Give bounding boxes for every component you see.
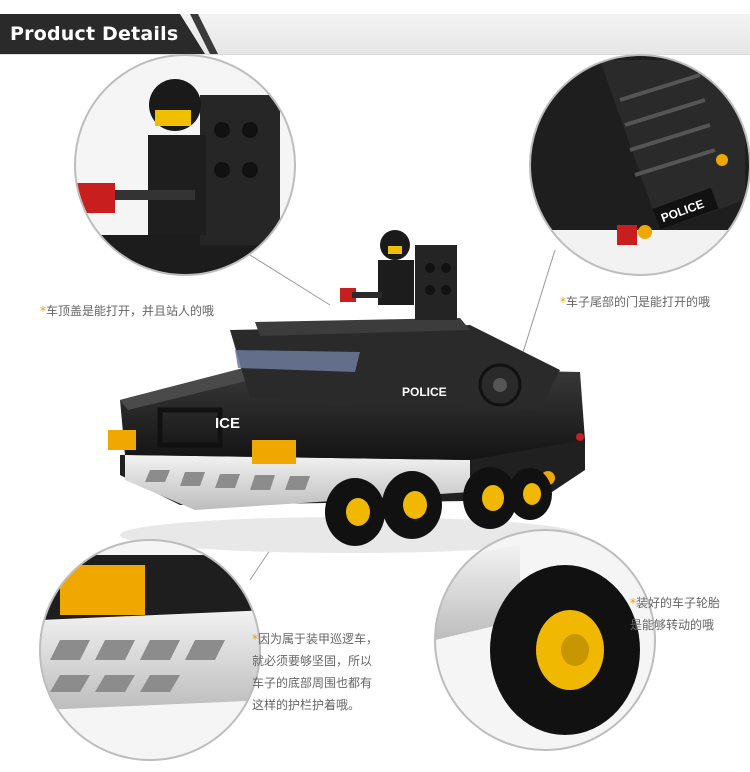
front-light-left	[108, 430, 136, 450]
detail-circle-wheel	[434, 529, 656, 751]
callout-wheels-line-2: 是能够转动的哦	[630, 618, 715, 632]
callout-roof-text: 车顶盖是能打开，并且站人的哦	[46, 304, 215, 318]
bullet-star: *	[252, 632, 258, 646]
wheel-2	[382, 471, 442, 539]
callout-underbody-line-2: 就必须要够坚固，所以	[252, 654, 373, 668]
callout-rear-door-text: 车子尾部的门是能打开的哦	[566, 295, 711, 309]
detail-circle-underbody	[39, 539, 261, 761]
bullet-star: *	[630, 596, 636, 610]
section-header: Product Details	[0, 14, 750, 55]
wheel-1	[325, 478, 385, 546]
wheel-3	[463, 467, 517, 529]
callout-roof: *车顶盖是能打开，并且站人的哦	[40, 300, 214, 322]
red-light	[340, 288, 356, 302]
section-title: Product Details	[0, 14, 205, 54]
leader-line-roof	[249, 254, 331, 306]
callout-wheels: *装好的车子轮胎 是能够转动的哦	[630, 592, 745, 636]
wheel-4	[508, 468, 552, 520]
detail-circle-rear-door: POLICE	[529, 54, 750, 276]
callout-underbody: *因为属于装甲巡逻车， 就必须要够坚固，所以 车子的底部周围也都有 这样的护栏护…	[252, 628, 412, 716]
bullet-star: *	[560, 295, 566, 309]
police-side-label: POLICE	[402, 385, 447, 399]
callout-underbody-line-4: 这样的护栏护着哦。	[252, 698, 361, 712]
armored-vehicle: POLICE ICE	[108, 230, 585, 553]
front-light-right	[252, 440, 296, 464]
callout-wheels-line-1: 装好的车子轮胎	[636, 596, 721, 610]
bullet-star: *	[40, 304, 46, 318]
police-front-label: ICE	[215, 415, 240, 432]
callout-rear-door: *车子尾部的门是能打开的哦	[560, 291, 710, 313]
callout-underbody-line-3: 车子的底部周围也都有	[252, 676, 373, 690]
detail-circle-roof	[74, 54, 296, 276]
wheels	[325, 467, 552, 546]
leader-line-rear	[519, 249, 556, 363]
callout-underbody-line-1: 因为属于装甲巡逻车，	[258, 632, 379, 646]
